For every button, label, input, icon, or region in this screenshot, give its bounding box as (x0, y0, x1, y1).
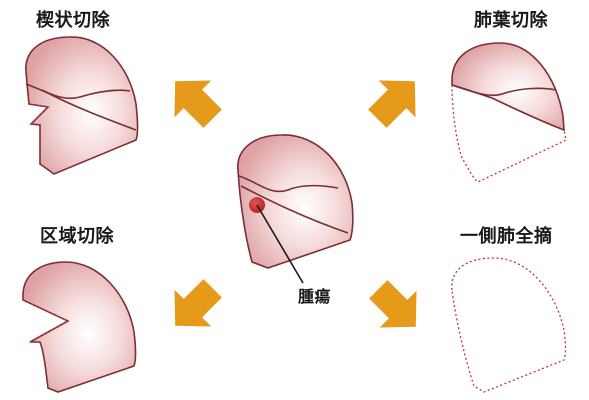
lobectomy-remaining-lobe (451, 42, 565, 132)
segment-removed-outline (22, 299, 70, 343)
center-lower-fissure (240, 185, 349, 234)
pneumonectomy-lung (451, 257, 567, 393)
center-lung (237, 134, 354, 284)
segment-lung-body (22, 261, 137, 393)
tumor-pointer-line (256, 204, 304, 284)
lobectomy-lung (451, 42, 567, 183)
arrows (174, 80, 417, 328)
wedge-resection-lung (25, 36, 139, 175)
segmentectomy-label: 区域切除 (40, 226, 114, 247)
tumor-label: 腫瘍 (298, 287, 332, 306)
arrow-down-left (174, 279, 222, 327)
center-lung-body (237, 134, 354, 269)
wedge-removed-outline (28, 103, 50, 125)
center-upper-fissure (238, 175, 339, 193)
lobectomy-removed-outline (451, 84, 567, 183)
wedge-lung-body (25, 36, 139, 175)
arrow-down-right (369, 280, 417, 328)
lobectomy-label: 肺葉切除 (474, 10, 548, 31)
arrow-up-right (368, 80, 416, 128)
arrow-up-left (174, 80, 222, 128)
segmentectomy-lung (22, 261, 137, 393)
pneumonectomy-label: 一側肺全摘 (460, 226, 553, 247)
lobectomy-fissure (451, 84, 557, 97)
pneumonectomy-removed-outline (451, 257, 567, 393)
wedge-lower-fissure (41, 89, 137, 131)
wedge-resection-label: 楔状切除 (36, 10, 110, 31)
